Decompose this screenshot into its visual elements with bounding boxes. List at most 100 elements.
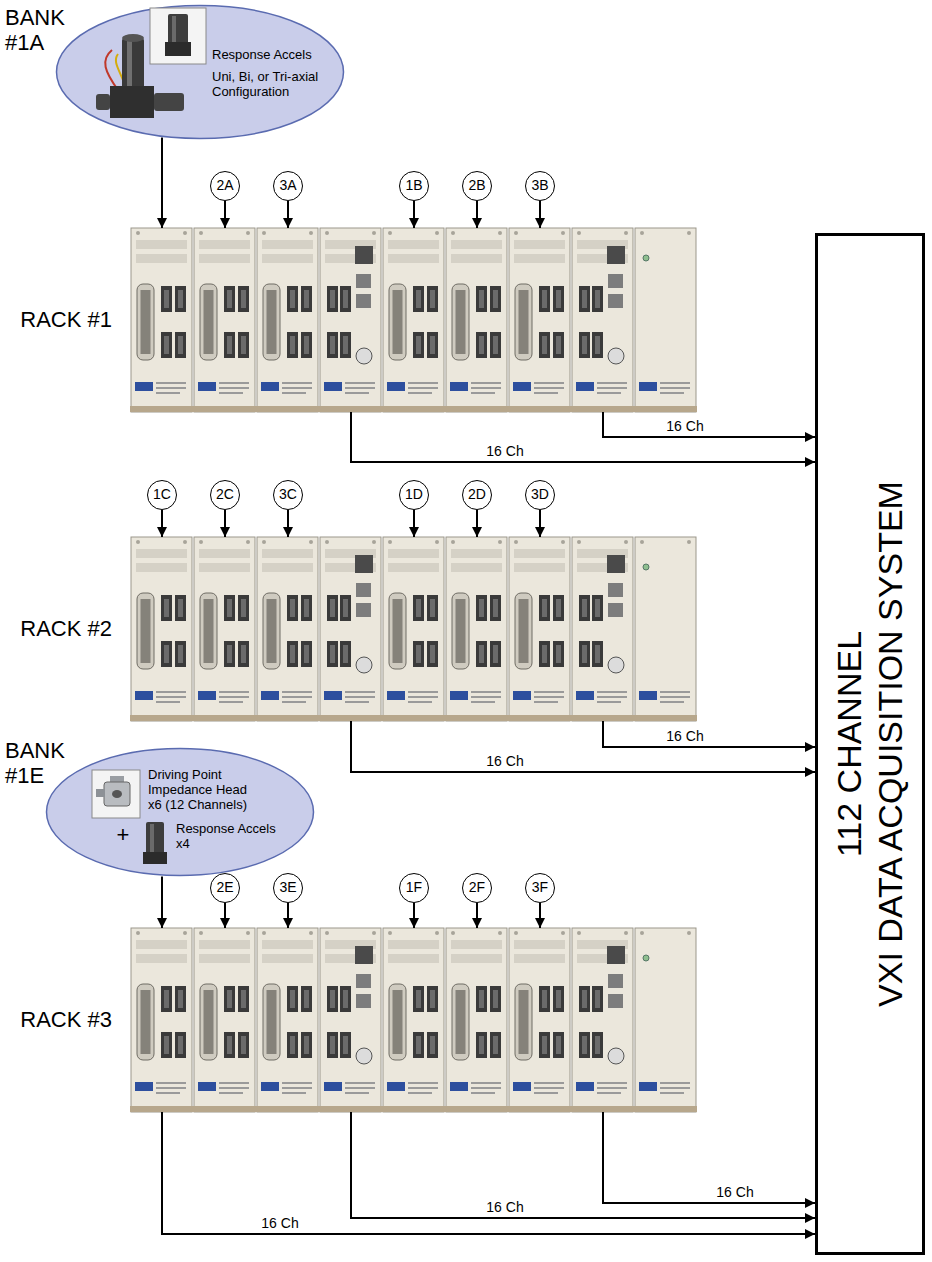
panel-screw bbox=[451, 931, 455, 935]
connector-pins bbox=[178, 599, 183, 617]
output-port bbox=[608, 994, 623, 1008]
module-panel bbox=[257, 228, 318, 412]
connector-pins bbox=[542, 645, 547, 663]
module-panel bbox=[194, 228, 255, 412]
fine-print bbox=[534, 1082, 564, 1084]
label-strip bbox=[199, 940, 250, 949]
connector-pins bbox=[304, 336, 309, 354]
output-connector bbox=[340, 986, 351, 1012]
fine-print bbox=[282, 382, 312, 384]
callout-number: 2F bbox=[469, 880, 485, 895]
connector-pins bbox=[479, 1036, 484, 1054]
signal-conditioner-rack: RACK #1 bbox=[130, 228, 697, 412]
rack-rail bbox=[319, 406, 382, 412]
connector-pins bbox=[582, 336, 587, 354]
connector-pins bbox=[582, 1036, 587, 1054]
module-panel bbox=[320, 228, 381, 412]
accelerometer-highlight bbox=[172, 16, 176, 42]
channel-connector bbox=[490, 986, 501, 1012]
label-strip bbox=[451, 940, 502, 949]
connector-pins bbox=[164, 645, 169, 663]
connector-pins bbox=[582, 645, 587, 663]
connector-pins bbox=[493, 599, 498, 617]
label-strip bbox=[262, 954, 313, 963]
channel-connector bbox=[161, 1032, 172, 1058]
label-strip bbox=[136, 254, 187, 263]
module-panel bbox=[383, 228, 444, 412]
module-panel bbox=[131, 928, 192, 1112]
label-strip bbox=[451, 240, 502, 249]
rack-drawing bbox=[130, 928, 697, 1112]
label-strip bbox=[199, 240, 250, 249]
fine-print bbox=[219, 387, 249, 389]
output-connector bbox=[340, 641, 351, 667]
panel-screw bbox=[640, 231, 644, 235]
fine-print bbox=[597, 382, 627, 384]
channel-connector bbox=[539, 1032, 550, 1058]
accelerometer-base bbox=[165, 42, 191, 56]
connector-pins bbox=[227, 990, 232, 1008]
brand-logo bbox=[450, 382, 468, 391]
accelerometer-body bbox=[168, 14, 188, 44]
output-connector bbox=[340, 332, 351, 358]
db-connector-pins bbox=[267, 290, 277, 354]
label-strip bbox=[451, 254, 502, 263]
panel-screw bbox=[388, 931, 392, 935]
panel-screw bbox=[183, 231, 187, 235]
panel-screw bbox=[577, 231, 581, 235]
db-connector-pins bbox=[519, 290, 529, 354]
channel-connector bbox=[238, 986, 249, 1012]
channel-connector bbox=[427, 332, 438, 358]
control-knob bbox=[608, 657, 624, 673]
db-connector-pins bbox=[456, 599, 466, 663]
rack-rail bbox=[634, 406, 697, 412]
fine-print bbox=[660, 691, 690, 693]
panel-screw bbox=[451, 231, 455, 235]
signal-connector bbox=[224, 510, 226, 537]
callout-number: 3B bbox=[531, 178, 548, 193]
accelerometer-top bbox=[122, 34, 144, 42]
switch-button bbox=[607, 946, 625, 964]
bank-callout: 3E bbox=[273, 873, 303, 903]
fine-print bbox=[534, 382, 564, 384]
callout-number: 2E bbox=[216, 880, 233, 895]
fine-print bbox=[471, 387, 501, 389]
output-connector bbox=[327, 595, 338, 621]
channel-connector bbox=[175, 641, 186, 667]
panel-screw bbox=[687, 231, 691, 235]
connector-pins bbox=[178, 290, 183, 308]
label-strip bbox=[262, 549, 313, 558]
rack-rail bbox=[382, 1106, 445, 1112]
rack-module bbox=[382, 228, 445, 412]
module-panel bbox=[257, 537, 318, 721]
brand-logo bbox=[387, 382, 405, 391]
connector-pins bbox=[430, 1036, 435, 1054]
connector-pins bbox=[164, 336, 169, 354]
panel-screw bbox=[309, 931, 313, 935]
module-panel bbox=[572, 928, 633, 1112]
brand-logo bbox=[639, 382, 657, 391]
connector-pins bbox=[595, 290, 600, 308]
impedance-head-body bbox=[104, 782, 130, 806]
switch-button bbox=[355, 555, 373, 573]
panel-screw bbox=[246, 931, 250, 935]
db-connector bbox=[452, 593, 469, 669]
module-panel bbox=[635, 537, 696, 721]
output-connector bbox=[592, 595, 603, 621]
channel-count-label: 16 Ch bbox=[663, 418, 706, 434]
control-knob bbox=[356, 348, 372, 364]
rack-rail bbox=[130, 406, 193, 412]
channel-connector bbox=[301, 641, 312, 667]
signal-connector bbox=[539, 201, 541, 228]
channel-connector bbox=[175, 595, 186, 621]
bank-callout: 3A bbox=[273, 171, 303, 201]
signal-connector bbox=[476, 510, 478, 537]
rack-drawing bbox=[130, 537, 697, 721]
channel-count-label: 16 Ch bbox=[483, 1199, 526, 1215]
channel-connector bbox=[427, 595, 438, 621]
panel-screw bbox=[388, 231, 392, 235]
signal-connector bbox=[287, 903, 289, 928]
connector-pins bbox=[416, 599, 421, 617]
output-port bbox=[356, 274, 371, 288]
rack-module bbox=[382, 928, 445, 1112]
